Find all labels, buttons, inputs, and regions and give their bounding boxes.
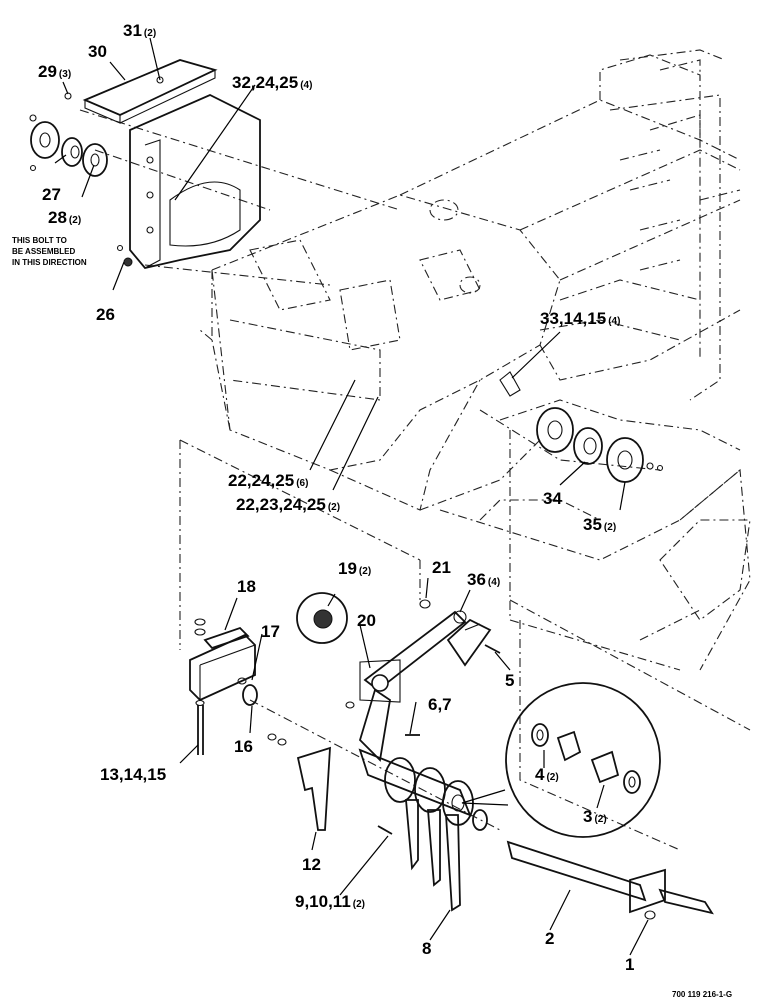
detail-circle [461,682,661,838]
sleeve-3a [556,730,582,762]
callout-28: 28(2) [48,208,81,227]
flange-28 [82,143,108,177]
note-line-3: IN THIS DIRECTION [12,258,87,267]
callout-19: 19(2) [338,559,371,578]
callout-22a: 22,24,25(6) [228,471,308,490]
callout-labels: 31(2) 30 29(3) 32,24,25(4) 27 28(2) 26 3… [38,21,634,974]
callout-9: 9,10,11(2) [295,892,365,911]
tine-12 [296,746,331,831]
bolt-9 [377,825,393,835]
bolt-13 [197,705,204,755]
callout-30: 30 [88,42,107,61]
callout-4: 4(2) [535,765,559,784]
tine-8b [427,809,441,887]
callout-8: 8 [422,939,431,958]
callout-21: 21 [432,558,451,577]
tine-8a [405,799,419,871]
frame-assembly-phantom [199,49,751,671]
bracket-18 [189,633,256,702]
callout-6: 6,7 [428,695,452,714]
sleeve-3b [590,750,620,784]
callout-29: 29(3) [38,62,71,81]
callout-33: 33,14,15(4) [540,309,620,328]
callout-3: 3(2) [583,807,607,826]
callout-34: 34 [543,489,562,508]
note-line-1: THIS BOLT TO [12,236,67,245]
callout-2: 2 [545,929,554,948]
drawing-number: 700 119 216-1-G [672,990,732,999]
bushing-19 [296,592,348,644]
callout-1: 1 [625,955,634,974]
flange-35b [606,437,644,483]
tine-8c [445,814,461,912]
callout-13: 13,14,15 [100,765,166,784]
assembly-note: THIS BOLT TO BE ASSEMBLED IN THIS DIRECT… [12,236,87,267]
callout-35: 35(2) [583,515,616,534]
callout-22b: 22,23,24,25(2) [236,495,340,514]
bearing-set-right [499,371,664,483]
bearing-34 [573,427,603,465]
callout-32: 32,24,25(4) [232,73,312,92]
bearing-27 [61,137,83,167]
shield-assembly [29,59,261,270]
sleeve-4b [623,770,641,794]
callout-18: 18 [237,577,256,596]
leader-lines [54,37,649,956]
callout-20: 20 [357,611,376,630]
bracket-36 [446,618,492,667]
note-line-2: BE ASSEMBLED [12,247,75,256]
callout-31: 31(2) [123,21,156,40]
sleeve-4a [531,723,549,747]
callout-27: 27 [42,185,61,204]
lower-assembly [189,592,714,920]
callout-17: 17 [261,622,280,641]
washer-sleeve [472,809,488,831]
bolt-5 [484,644,501,654]
callout-12: 12 [302,855,321,874]
flange-27a [30,121,60,159]
callout-5: 5 [505,671,514,690]
shaft-2 [506,840,647,902]
callout-26: 26 [96,305,115,324]
assembly-center-lines [79,109,751,851]
washer-16 [242,684,258,706]
flange-35a [536,407,574,453]
callout-16: 16 [234,737,253,756]
callout-36: 36(4) [467,570,500,589]
shield-26 [129,94,261,270]
arm-6 [358,688,391,762]
